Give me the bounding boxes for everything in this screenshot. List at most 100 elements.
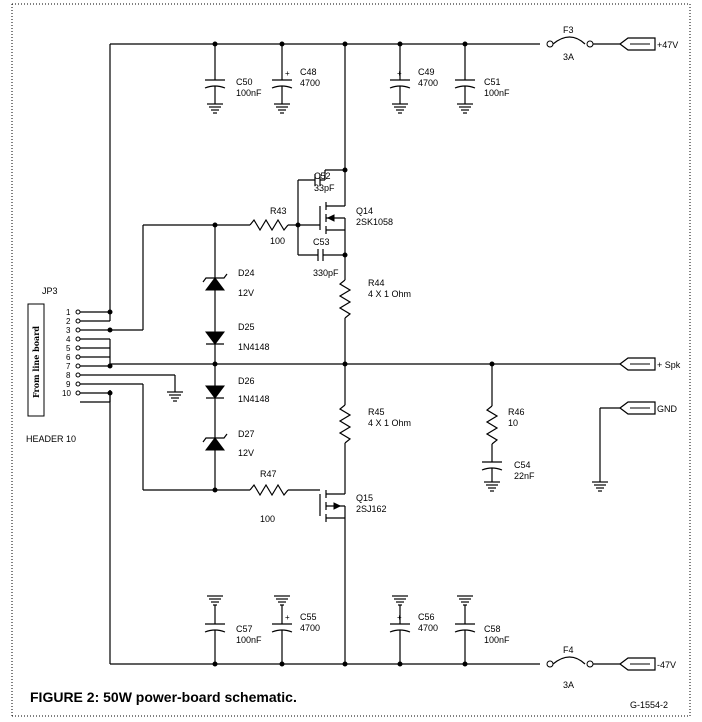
capacitor-c49: + C49 4700 <box>389 44 438 114</box>
c50-value: 100nF <box>236 88 262 98</box>
figure-caption: FIGURE 2: 50W power-board schematic. <box>30 689 297 705</box>
c57-ref: C57 <box>236 624 253 634</box>
negative-rail <box>109 390 540 667</box>
c57-value: 100nF <box>236 635 262 645</box>
c55-value: 4700 <box>300 623 320 633</box>
f4-ref: F4 <box>563 645 574 655</box>
zener-d24: D24 12V <box>202 268 255 298</box>
diode-d26: D26 1N4148 <box>205 376 270 404</box>
r43-ref: R43 <box>270 206 287 216</box>
c58-ref: C58 <box>484 624 501 634</box>
header-pin-5: 5 <box>66 344 71 353</box>
q15-value: 2SJ162 <box>356 504 387 514</box>
header-pin-contact <box>75 354 81 360</box>
header-pin-contact <box>75 309 81 315</box>
resistor-r47: R47 100 <box>143 469 320 524</box>
c48-ref: C48 <box>300 67 317 77</box>
header-pin-contact <box>75 336 81 342</box>
header-pin-contact <box>75 345 81 351</box>
q14-ref: Q14 <box>356 206 373 216</box>
d25-value: 1N4148 <box>238 342 270 352</box>
transistor-q14: Q14 2SK1058 <box>319 198 393 234</box>
capacitor-c48: + C48 4700 <box>271 44 320 114</box>
header-pin-contact <box>75 318 81 324</box>
transistor-q15: Q15 2SJ162 <box>319 484 387 522</box>
svg-text:+: + <box>285 613 290 622</box>
ground-label: GND <box>657 404 678 414</box>
c49-value: 4700 <box>418 78 438 88</box>
header-pin-7: 7 <box>66 362 71 371</box>
header-pin-6: 6 <box>66 353 71 362</box>
r44-value: 4 X 1 Ohm <box>368 289 411 299</box>
c54-value: 22nF <box>514 471 535 481</box>
r45-ref: R45 <box>368 407 385 417</box>
svg-text:+: + <box>397 69 402 78</box>
header-pin-1: 1 <box>66 308 71 317</box>
c55-ref: C55 <box>300 612 317 622</box>
c50-ref: C50 <box>236 77 253 87</box>
header-side-text: From line board <box>31 326 41 398</box>
diode-d25: D25 1N4148 <box>205 322 270 352</box>
c54-ref: C54 <box>514 460 531 470</box>
figure-code: G-1554-2 <box>630 700 668 710</box>
header-pin-contact <box>75 372 81 378</box>
f3-value: 3A <box>563 52 574 62</box>
d27-value: 12V <box>238 448 254 458</box>
c51-value: 100nF <box>484 88 510 98</box>
capacitor-c54: C54 22nF <box>481 460 535 492</box>
r45-value: 4 X 1 Ohm <box>368 418 411 428</box>
d24-value: 12V <box>238 288 254 298</box>
neg-rail-label: -47V <box>657 660 676 670</box>
r47-value: 100 <box>260 514 275 524</box>
d27-ref: D27 <box>238 429 255 439</box>
c52-ref: C52 <box>314 171 331 181</box>
resistor-r43: R43 100 <box>143 206 320 246</box>
terminal-speaker: + Spk <box>619 357 681 371</box>
q14-value: 2SK1058 <box>356 217 393 227</box>
svg-text:+: + <box>397 613 402 622</box>
c53-value: 330pF <box>313 268 339 278</box>
c51-ref: C51 <box>484 77 501 87</box>
output-line <box>110 361 620 367</box>
header-pin-contact <box>75 363 81 369</box>
d25-ref: D25 <box>238 322 255 332</box>
c58-value: 100nF <box>484 635 510 645</box>
header-pin-2: 2 <box>66 317 71 326</box>
terminal-neg-rail: -47V <box>619 657 676 671</box>
r47-ref: R47 <box>260 469 277 479</box>
d26-ref: D26 <box>238 376 255 386</box>
fuse-f3: F3 3A <box>546 25 620 62</box>
terminal-ground: GND <box>592 401 678 492</box>
c49-ref: C49 <box>418 67 435 77</box>
capacitor-c58: C58 100nF <box>454 595 510 664</box>
r43-value: 100 <box>270 236 285 246</box>
header-pin-9: 9 <box>66 380 71 389</box>
capacitor-c50: C50 100nF <box>204 44 262 114</box>
pos-rail-label: +47V <box>657 40 678 50</box>
header-jp3: JP3 HEADER 10 From line board 1234567891… <box>26 286 81 444</box>
capacitor-c53: C53 330pF <box>297 225 348 278</box>
capacitor-c57: C57 100nF <box>204 595 262 664</box>
zener-d27: D27 12V <box>202 429 255 458</box>
speaker-label: + Spk <box>657 360 681 370</box>
header-pin-10: 10 <box>62 389 71 398</box>
q15-ref: Q15 <box>356 493 373 503</box>
d24-ref: D24 <box>238 268 255 278</box>
capacitor-c51: C51 100nF <box>454 44 510 114</box>
header-pin-contact <box>75 327 81 333</box>
terminal-pos-rail: +47V <box>619 37 678 51</box>
header-pin-3: 3 <box>66 326 71 335</box>
header-ref: JP3 <box>42 286 58 296</box>
c53-ref: C53 <box>313 237 330 247</box>
c56-ref: C56 <box>418 612 435 622</box>
c48-value: 4700 <box>300 78 320 88</box>
capacitor-c52: C52 33pF <box>297 167 348 225</box>
c56-value: 4700 <box>418 623 438 633</box>
r46-value: 10 <box>508 418 518 428</box>
header-pin-4: 4 <box>66 335 71 344</box>
header-pin-8: 8 <box>66 371 71 380</box>
f4-value: 3A <box>563 680 574 690</box>
